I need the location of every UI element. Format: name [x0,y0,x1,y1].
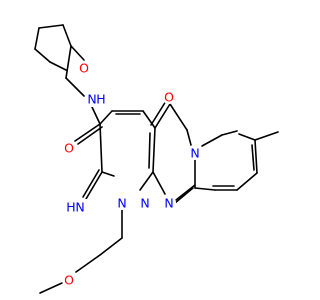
atom-n-ring1-text: N [117,196,126,211]
bond-24 [99,237,123,256]
chemical-structure: O N H O O N N H N N [34,24,279,294]
bond-36 [221,130,238,136]
bond-1 [38,24,64,29]
bond-37 [238,133,256,141]
atom-n-imine-text: N [75,200,84,215]
bond-35 [201,134,223,147]
atom-n-bridge-text: N [190,146,199,161]
bond-2 [62,24,72,47]
bond-10 [74,123,101,142]
bond-32 [174,187,194,204]
atom-h-imine-text: H [66,200,75,215]
bond-14 [142,110,156,129]
atom-o-keto-text: O [164,90,174,105]
bond-16 [139,171,154,191]
atom-n-top: N [162,196,176,211]
bond-40 [251,144,255,171]
bond-20 [148,132,151,169]
atom-labels: O N H O O N N H N N [57,61,202,288]
bond-6 [49,61,67,71]
bond-17 [101,171,115,177]
bond-39 [254,139,258,174]
atom-o-keto: O [162,90,176,105]
atom-o-amide: O [62,141,76,156]
atom-n-amide-text: N [87,92,96,107]
atom-h-amide-text: H [96,92,105,107]
bond-31 [152,171,166,195]
bond-26 [39,282,63,294]
bond-21 [85,171,103,200]
atom-o-methoxy-text: O [64,273,74,288]
atom-n-ring2: N [138,196,152,211]
bond-22 [82,169,100,198]
bond-15 [152,127,156,173]
bond-4 [34,27,40,50]
bond-18 [99,123,103,173]
atom-o-ring-text: O [79,61,89,76]
bond-12 [99,110,113,125]
atom-n-ring1: N [115,196,129,211]
bond-29 [169,103,188,131]
atom-n-imine: H N [57,199,87,215]
bond-7 [65,45,72,79]
bond-38 [254,131,279,141]
bond-28 [150,100,167,126]
bond-3 [70,45,85,61]
bond-lines [34,24,279,294]
atom-n-top-text: N [164,196,173,211]
bond-44 [194,187,216,191]
atom-n-amide: N H [86,91,106,107]
bond-33 [175,184,196,201]
bond-25 [75,254,101,273]
atom-o-ring: O [77,61,91,76]
bond-5 [34,48,51,63]
atom-o-amide-text: O [64,141,74,156]
bond-41 [236,172,258,191]
bond-30 [186,129,192,146]
bond-11 [77,126,103,145]
bond-8 [65,77,85,97]
bond-9 [91,106,101,125]
bond-27 [154,103,171,129]
atom-n-bridge: N [188,146,202,161]
atom-n-ring2-text: N [140,196,149,211]
atom-o-methoxy: O [62,273,76,288]
